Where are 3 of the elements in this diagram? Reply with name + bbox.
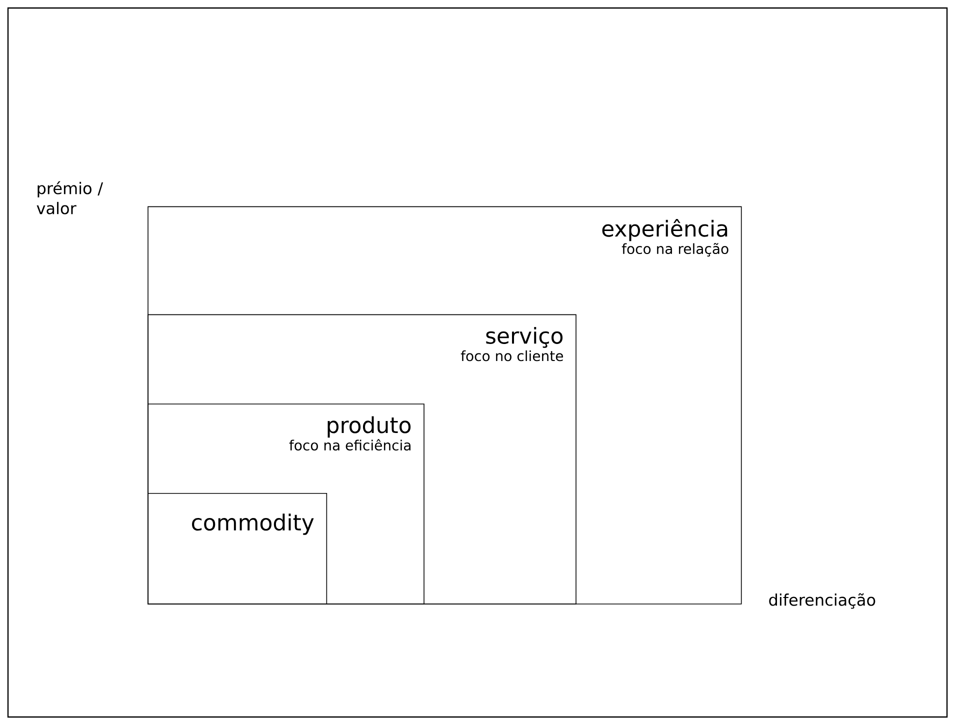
axis-label: prémio / valor — [36, 181, 104, 214]
level-box: commodity — [148, 492, 328, 604]
axis-label: diferenciação — [769, 593, 876, 609]
